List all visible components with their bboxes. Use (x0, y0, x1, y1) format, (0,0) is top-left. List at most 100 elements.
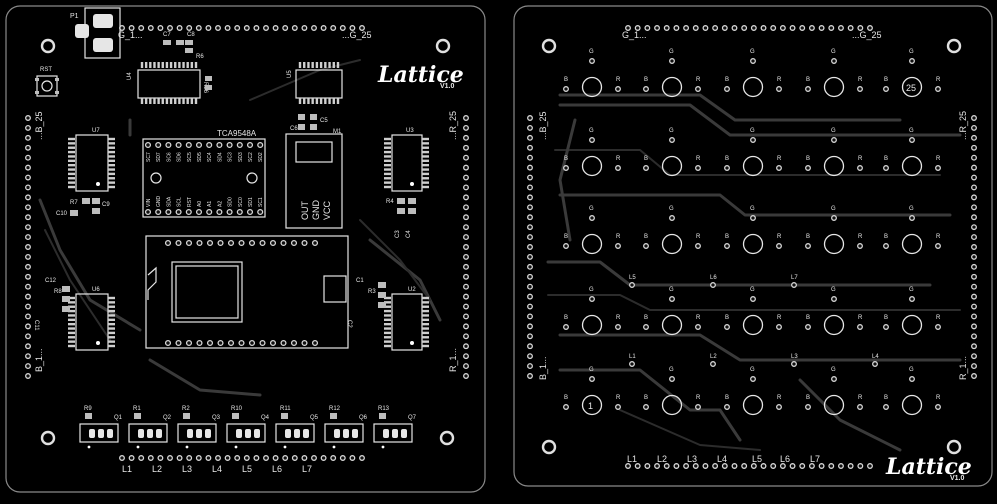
svg-text:V1.0: V1.0 (950, 475, 965, 482)
pin-label-b: B (884, 234, 888, 240)
header-pin (463, 333, 469, 340)
svg-text:TCA9548A: TCA9548A (217, 129, 257, 138)
c2-label: C2 (346, 320, 352, 328)
pin-label-b: B (725, 315, 729, 321)
header-pin (760, 25, 767, 31)
svg-text:U6: U6 (92, 287, 100, 293)
header-pin (463, 214, 469, 221)
layer-label: L5 (242, 464, 252, 474)
pin-label-g: G (909, 367, 914, 373)
header-pin (692, 463, 699, 469)
header-pin (857, 25, 864, 31)
header-pin (463, 174, 469, 181)
svg-text:GND: GND (311, 200, 321, 221)
header-pin (625, 463, 631, 469)
pin-label-b: B (806, 156, 810, 162)
header-pin (138, 455, 145, 461)
ic-u5: U5 (287, 62, 343, 104)
pin-label-b: B (806, 234, 810, 240)
header-pin (527, 124, 533, 131)
header-pin (654, 463, 660, 469)
header-pin (527, 353, 533, 360)
header-pin (463, 373, 469, 379)
header-pin (243, 455, 250, 461)
header-pin (243, 25, 250, 31)
left-left-header-top-label: ...B_25 (34, 111, 44, 140)
pin-label-r: R (696, 77, 701, 83)
header-pin (25, 204, 31, 211)
header-pin (971, 124, 977, 131)
header-pin (779, 463, 786, 469)
transistor-label: Q5 (310, 415, 319, 421)
header-pin (867, 463, 873, 469)
header-pin (971, 154, 977, 161)
mux-pin-label: A1 (207, 201, 213, 207)
header-pin (799, 463, 806, 469)
header-pin (663, 463, 670, 469)
header-pin (263, 455, 269, 461)
header-pin (527, 224, 533, 231)
led-footprint (661, 233, 683, 255)
right-left-header-bottom-label: B_1... (538, 356, 548, 380)
svg-text:U3: U3 (406, 128, 414, 134)
svg-text:U5: U5 (287, 70, 293, 78)
header-pin (760, 463, 767, 469)
header-pin (971, 303, 977, 310)
pin-label-r: R (777, 156, 782, 162)
header-pin (527, 115, 533, 121)
header-pin (971, 244, 977, 250)
header-pin (838, 25, 844, 31)
header-pin (527, 234, 533, 241)
led-footprint (581, 394, 603, 416)
header-pin (971, 164, 977, 171)
ic-u3: U3 (384, 128, 429, 192)
header-pin (25, 353, 31, 360)
header-pin (147, 455, 154, 461)
header-pin (215, 455, 221, 461)
header-pin (359, 25, 365, 31)
layer-label: L4 (212, 464, 222, 474)
header-pin (808, 463, 815, 469)
left-board-outline (5, 5, 486, 493)
mux-pin-label: SCL (177, 197, 183, 207)
svg-text:P1: P1 (70, 13, 79, 20)
c7-label: C7 (163, 32, 171, 38)
header-pin (463, 224, 469, 231)
mux-pin-label: GND (156, 196, 162, 208)
header-pin (282, 455, 289, 461)
led-footprint (823, 233, 845, 255)
header-pin (25, 343, 31, 350)
header-pin (463, 134, 469, 141)
power-jack: P1 (70, 7, 121, 59)
right-board-traces (546, 93, 962, 452)
pin-label-b: B (806, 315, 810, 321)
pin-label-r: R (696, 156, 701, 162)
header-pin (463, 144, 469, 151)
header-pin (311, 455, 317, 461)
header-pin (971, 253, 977, 260)
header-pin (186, 25, 193, 31)
c12-label: C12 (45, 278, 57, 284)
header-pin (253, 455, 260, 461)
header-pin (463, 353, 469, 360)
header-pin (527, 373, 533, 379)
right-top-header-end-label: ...G_25 (852, 30, 882, 40)
header-pin (971, 134, 977, 141)
svg-text:Lattice: Lattice (377, 62, 464, 88)
pin-label-g: G (750, 367, 755, 373)
controller-board-u1 (145, 235, 349, 349)
left-board-right-header (463, 115, 469, 379)
header-pin (654, 25, 660, 31)
svg-text:VCC: VCC (322, 200, 332, 220)
r8-label: R8 (54, 289, 62, 295)
header-pin (721, 463, 728, 469)
header-pin (253, 25, 260, 31)
layer-label: L1 (627, 454, 637, 464)
header-pin (25, 313, 31, 320)
mux-pin-label: A2 (217, 201, 223, 207)
pin-label-r: R (936, 234, 941, 240)
header-pin (463, 323, 469, 330)
